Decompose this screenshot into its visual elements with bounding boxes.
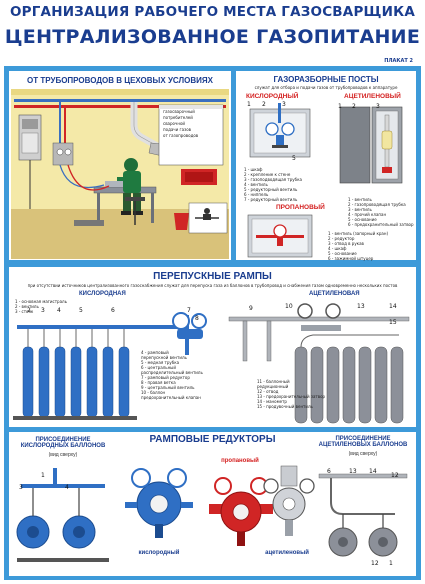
propane-legend-4: 4 - шкаф (328, 246, 347, 251)
acetylene-legend-3: 3 - вентиль (348, 207, 372, 212)
ramps-ac-legend-1: 11 - баллонный (257, 379, 290, 384)
reducers-title: РАМПОВЫЕ РЕДУКТОРЫ (149, 434, 276, 445)
acetylene-conn-view: (вид сверху) (348, 451, 378, 457)
acetylene-legend-1: 1 - вентиль (348, 197, 372, 202)
ramps-ac-legend-5: 14 - манометр (257, 399, 287, 404)
oxygen-legend-6: 6 - ниппель (244, 192, 269, 197)
ramps-top-legend-1: 1 - основная магистраль (15, 299, 67, 304)
posts-title: ГАЗОРАЗБОРНЫЕ ПОСТЫ (273, 75, 379, 84)
ramps-ox-legend-8: 9 - центральный вентиль (141, 385, 195, 390)
ramps-ac-legend-3: 12 - отвод (257, 389, 279, 394)
oxygen-reducer-label: кислородный (138, 550, 180, 556)
acetylene-legend-2: 2 - газопроводящая трубка (348, 202, 406, 207)
ramps-ox-legend-7: 8 - правая ветка (141, 380, 176, 385)
poster-heading: ОРГАНИЗАЦИЯ РАБОЧЕГО МЕСТА ГАЗОСВАРЩИКА (9, 4, 416, 20)
ramps-ox-legend-10: предохранительный клапан (141, 395, 201, 400)
oxygen-legend-3: 3 - газоподводящая трубка (244, 177, 302, 182)
poster-title: ЦЕНТРАЛИЗОВАННОЕ ГАЗОПИТАНИЕ (4, 26, 421, 48)
propane-legend-3: 3 - отвод в рукав (328, 241, 364, 246)
oxygen-reducer-illustration (125, 468, 193, 538)
ramps-oxygen-label: КИСЛОРОДНАЯ (79, 291, 126, 297)
oxygen-legend-4: 4 - вентиль (244, 182, 268, 187)
propane-legend-5: 5 - основание (328, 251, 357, 256)
acetylene-legend-6: 6 - предохранительный затвор (348, 222, 414, 227)
acetylene-reducer-label: ацетиленовый (265, 550, 309, 556)
panel-ramps: ПЕРЕПУСКНЫЕ РАМПЫ при отсутствии источни… (9, 267, 416, 427)
propane-legend-2: 2 - редуктор (328, 236, 355, 241)
panel-pipeline: ОТ ТРУБОПРОВОДОВ В ЦЕХОВЫХ УСЛОВИЯХ (9, 71, 231, 260)
posts-subtitle: служат для отбора и подачи газов от труб… (254, 85, 398, 90)
oxygen-conn-title: ПРИСОЕДИНЕНИЕ КИСЛОРОДНЫХ БАЛЛОНОВ (20, 437, 106, 449)
ramps-ac-legend-4: 13 - предохранительный затвор (257, 394, 326, 399)
pipeline-note-5: от газопроводов (163, 133, 199, 138)
ramps-acetylene-label: АЦЕТИЛЕНОВАЯ (309, 291, 360, 297)
oxygen-connection-illustration (16, 468, 109, 562)
pipeline-note-2: потребителей (163, 115, 193, 120)
ramps-ox-legend-4: 6 - центральный (141, 365, 176, 370)
ramps-ac-legend-2: редукционный (257, 384, 289, 389)
pipeline-note-4: подачи газов (163, 127, 191, 132)
oxygen-legend-7: 7 - редукторный вентиль (244, 197, 298, 202)
propane-legend-6: 6 - зажимной штуцер (328, 256, 374, 261)
acetylene-legend-4: 4 - прочий клапан (348, 212, 387, 217)
posts-propane-label: ПРОПАНОВЫЙ (276, 204, 325, 211)
pipeline-title: ОТ ТРУБОПРОВОДОВ В ЦЕХОВЫХ УСЛОВИЯХ (27, 76, 213, 85)
acetylene-ramp-illustration (228, 303, 410, 424)
oxygen-legend-2: 2 - крепление к стене (244, 172, 291, 177)
ramps-subtitle: при отсутствии источников централизованн… (27, 283, 398, 288)
ramps-title: ПЕРЕПУСКНЫЕ РАМПЫ (153, 271, 272, 282)
posts-oxygen-label: КИСЛОРОДНЫЙ (246, 93, 299, 100)
ramps-ox-legend-5: распределительный вентиль (141, 370, 203, 375)
panel-reducers: РАМПОВЫЕ РЕДУКТОРЫ ПРИСОЕДИНЕНИЕ КИСЛОРО… (9, 432, 416, 576)
pipeline-note-3: сварочной (163, 121, 186, 126)
propane-legend-1: 1 - вентиль (запорный кран) (328, 231, 389, 236)
plakat-number: ПЛАКАТ 2 (384, 58, 413, 64)
ramps-ox-legend-2: перепускной вентиль (141, 355, 187, 360)
acetylene-conn-title: ПРИСОЕДИНЕНИЕ АЦЕТИЛЕНОВЫХ БАЛЛОНОВ (318, 436, 408, 448)
oxygen-conn-view: (вид сверху) (48, 452, 78, 458)
oxygen-post-illustration (249, 103, 311, 158)
pipeline-note-1: газосварочный (163, 109, 195, 114)
ramps-ox-legend-3: 5 - медная трубка (141, 360, 180, 365)
propane-post-illustration (247, 214, 313, 258)
ramps-top-legend-2: 2 - вентиль (15, 304, 39, 309)
ramps-ox-legend-9: 10 - баллон (141, 390, 166, 395)
oxygen-legend-5: 5 - редукторный вентиль (244, 187, 298, 192)
oxygen-ramp-illustration (13, 312, 207, 420)
acetylene-reducer-illustration (263, 465, 315, 536)
acetylene-legend-5: 5 - основание (348, 217, 377, 222)
ramps-ox-legend-1: 4 - рамповый (141, 350, 169, 355)
panel-gas-posts: ГАЗОРАЗБОРНЫЕ ПОСТЫ служат для отбора и … (236, 71, 416, 261)
acetylene-post-illustration (339, 106, 403, 184)
ramps-ox-legend-6: 7 - рамповый редуктор (141, 375, 190, 380)
propane-reducer-label: пропановый (221, 458, 259, 464)
posts-acetylene-label: АЦЕТИЛЕНОВЫЙ (344, 93, 401, 100)
ramps-ac-legend-6: 15 - продувочный вентиль (257, 404, 313, 409)
workshop-illustration (11, 89, 229, 259)
acetylene-connection-illustration (318, 473, 408, 557)
ramps-top-legend-3: 3 - стояк (15, 309, 34, 314)
propane-reducer-illustration (209, 477, 273, 546)
oxygen-legend-1: 1 - шкаф (244, 167, 263, 172)
